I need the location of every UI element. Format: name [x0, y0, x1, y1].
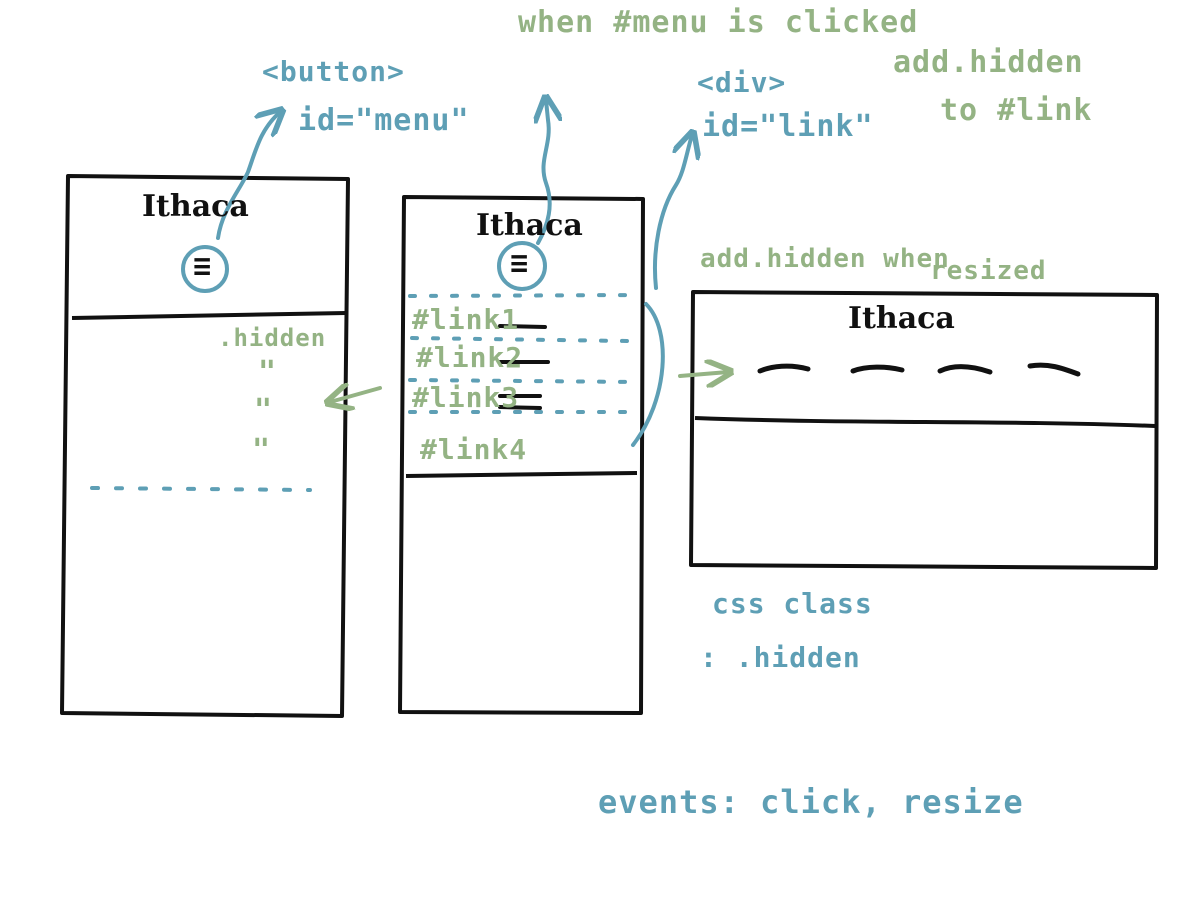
arrow-links-to-div: [652, 135, 692, 290]
events-label: events: click, resize: [598, 783, 1024, 821]
ditto-mark-1: ": [258, 355, 278, 390]
arrow-button1-to-id: [216, 112, 280, 240]
ditto-mark-3: ": [252, 433, 272, 468]
arrow-to-hidden: [330, 388, 382, 402]
ditto-mark-2: ": [254, 393, 274, 428]
button-tag-label: <button>: [262, 55, 405, 88]
menu-button-circle-1: [181, 245, 229, 293]
menu-button-circle-2: [497, 241, 547, 291]
menu-icon-2[interactable]: ≡: [510, 246, 530, 281]
menu-icon-1[interactable]: ≡: [193, 249, 213, 284]
brand-title-1: Ithaca: [142, 189, 249, 224]
brand-title-3: Ithaca: [848, 301, 955, 336]
desktop-frame: [689, 290, 1159, 570]
div-tag-label: <div>: [697, 66, 787, 99]
click-rule-line1: when #menu is clicked: [518, 5, 919, 40]
arrow-to-desktop: [678, 372, 728, 376]
link-label-1: #link1: [412, 303, 520, 336]
connector-arrows: [216, 100, 728, 402]
link-dashes: [498, 324, 550, 410]
phone-frame-collapsed: [60, 174, 350, 718]
link-label-3: #link3: [412, 381, 520, 414]
click-rule-line3: to #link: [940, 93, 1093, 128]
css-class-line1: css class: [712, 587, 873, 620]
link-group-brace: [631, 302, 665, 447]
desktop-nav-links: [757, 362, 1081, 377]
phone-frame-expanded: [398, 195, 665, 715]
click-rule-line2: add.hidden: [893, 45, 1084, 80]
link-label-4: #link4: [420, 433, 528, 466]
link-label-2: #link2: [416, 341, 524, 374]
brand-title-2: Ithaca: [476, 208, 583, 243]
button-id-label: id="menu": [298, 103, 470, 138]
css-class-line2: : .hidden: [700, 641, 861, 674]
link-dotted-lines: [408, 293, 642, 414]
hidden-links-dotted-line: [90, 486, 312, 492]
div-id-label: id="link": [702, 109, 874, 144]
resize-rule-line1: add.hidden when: [700, 244, 950, 274]
resize-rule-line2: resized: [930, 256, 1047, 286]
hidden-class-label: .hidden: [218, 324, 327, 352]
arrow-button2-to-id: [538, 100, 550, 245]
